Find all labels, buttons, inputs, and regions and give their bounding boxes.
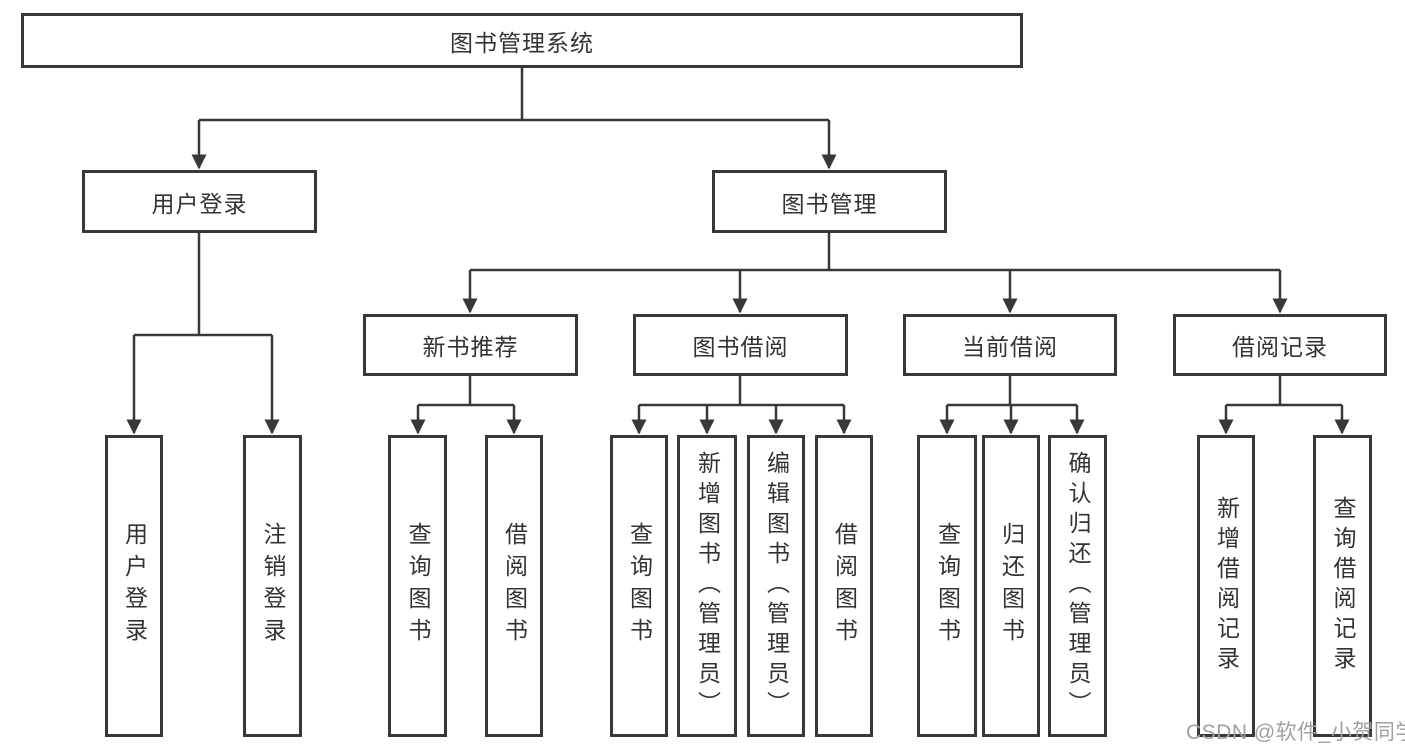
- leaf-borrow-book-recommend: 借阅图书: [485, 435, 543, 737]
- leaf-edit-book-admin: 编辑图书（管理员）: [747, 435, 805, 737]
- watermark: CSDN @软件_小贺同学: [1186, 721, 1405, 744]
- leaf-add-book-admin: 新增图书（管理员）: [677, 435, 737, 737]
- leaf-confirm-return-admin-label: 确认归还（管理员）: [1065, 451, 1091, 721]
- leaf-query-borrow-record: 查询借阅记录: [1313, 435, 1372, 737]
- node-borrow-record: 借阅记录: [1173, 314, 1387, 376]
- node-root-label: 图书管理系统: [450, 29, 594, 56]
- leaf-add-book-admin-label: 新增图书（管理员）: [694, 451, 721, 721]
- leaf-return-book: 归还图书: [982, 435, 1040, 737]
- leaf-borrow-book-recommend-label: 借阅图书: [501, 522, 528, 650]
- node-book-borrow: 图书借阅: [633, 314, 848, 376]
- leaf-return-book-label: 归还图书: [998, 522, 1025, 650]
- node-book-management: 图书管理: [712, 170, 947, 233]
- leaf-add-borrow-record-label: 新增借阅记录: [1213, 496, 1240, 676]
- node-current-borrow: 当前借阅: [903, 314, 1117, 376]
- leaf-query-book-borrow: 查询图书: [610, 435, 668, 737]
- leaf-edit-book-admin-label: 编辑图书（管理员）: [763, 451, 790, 721]
- node-user-login-label: 用户登录: [151, 190, 248, 217]
- leaf-query-book-current-label: 查询图书: [934, 522, 961, 650]
- node-book-borrow-label: 图书借阅: [692, 334, 789, 360]
- leaf-confirm-return-admin: 确认归还（管理员）: [1048, 435, 1107, 737]
- node-borrow-record-label: 借阅记录: [1232, 334, 1328, 360]
- leaf-query-book-borrow-label: 查询图书: [626, 522, 653, 650]
- node-root: 图书管理系统: [21, 13, 1023, 68]
- leaf-query-borrow-record-label: 查询借阅记录: [1330, 496, 1356, 676]
- node-current-borrow-label: 当前借阅: [962, 334, 1058, 360]
- leaf-add-borrow-record: 新增借阅记录: [1197, 435, 1255, 737]
- leaf-logout: 注销登录: [243, 435, 302, 737]
- leaf-user-login-label: 用户登录: [121, 522, 148, 650]
- leaf-query-book-current: 查询图书: [917, 435, 977, 737]
- leaf-borrow-book-label: 借阅图书: [831, 522, 858, 650]
- leaf-borrow-book: 借阅图书: [815, 435, 873, 737]
- node-user-login: 用户登录: [82, 170, 317, 233]
- node-new-book-recommend-label: 新书推荐: [422, 334, 519, 360]
- leaf-user-login: 用户登录: [105, 435, 163, 737]
- leaf-query-book-recommend: 查询图书: [388, 435, 447, 737]
- leaf-logout-label: 注销登录: [260, 522, 286, 650]
- leaf-query-book-recommend-label: 查询图书: [405, 522, 431, 650]
- node-book-management-label: 图书管理: [781, 190, 878, 217]
- node-new-book-recommend: 新书推荐: [363, 314, 578, 376]
